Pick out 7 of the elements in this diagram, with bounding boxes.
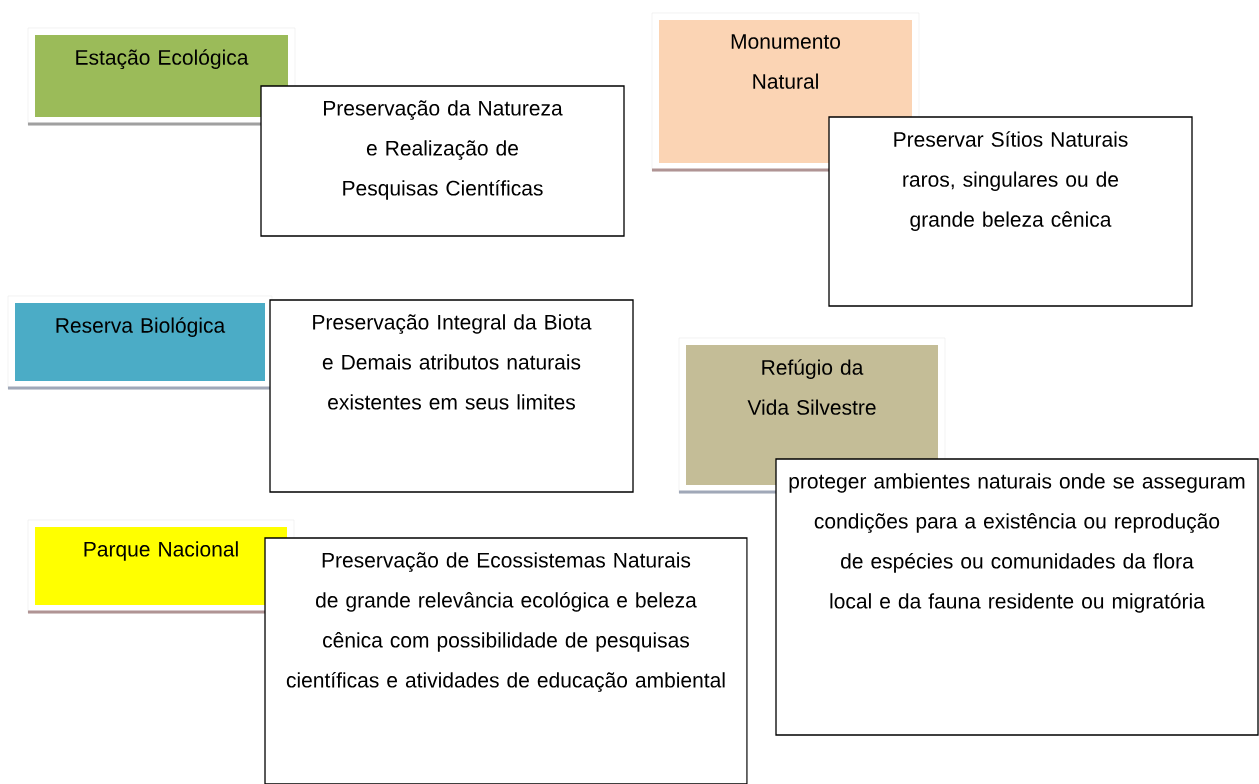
category-box: Parque Nacional bbox=[27, 519, 295, 614]
category-box: Estação Ecológica bbox=[27, 27, 296, 126]
description-box: Preservação da Natureza e Realização de Pesquisas Científicas bbox=[260, 85, 625, 237]
description-box: Preservação de Ecossistemas Naturais de grande relevância ecológica e beleza cênica com possibilidade de pesquisas científicas e atividades de educação ambiental bbox=[264, 537, 748, 784]
description-box: Preservação Integral da Biota e Demais atributos naturais existentes em seus limites bbox=[269, 299, 634, 493]
description-box: Preservar Sítios Naturais raros, singulares ou de grande beleza cênica bbox=[828, 116, 1193, 307]
category-box: Reserva Biológica bbox=[7, 295, 273, 390]
